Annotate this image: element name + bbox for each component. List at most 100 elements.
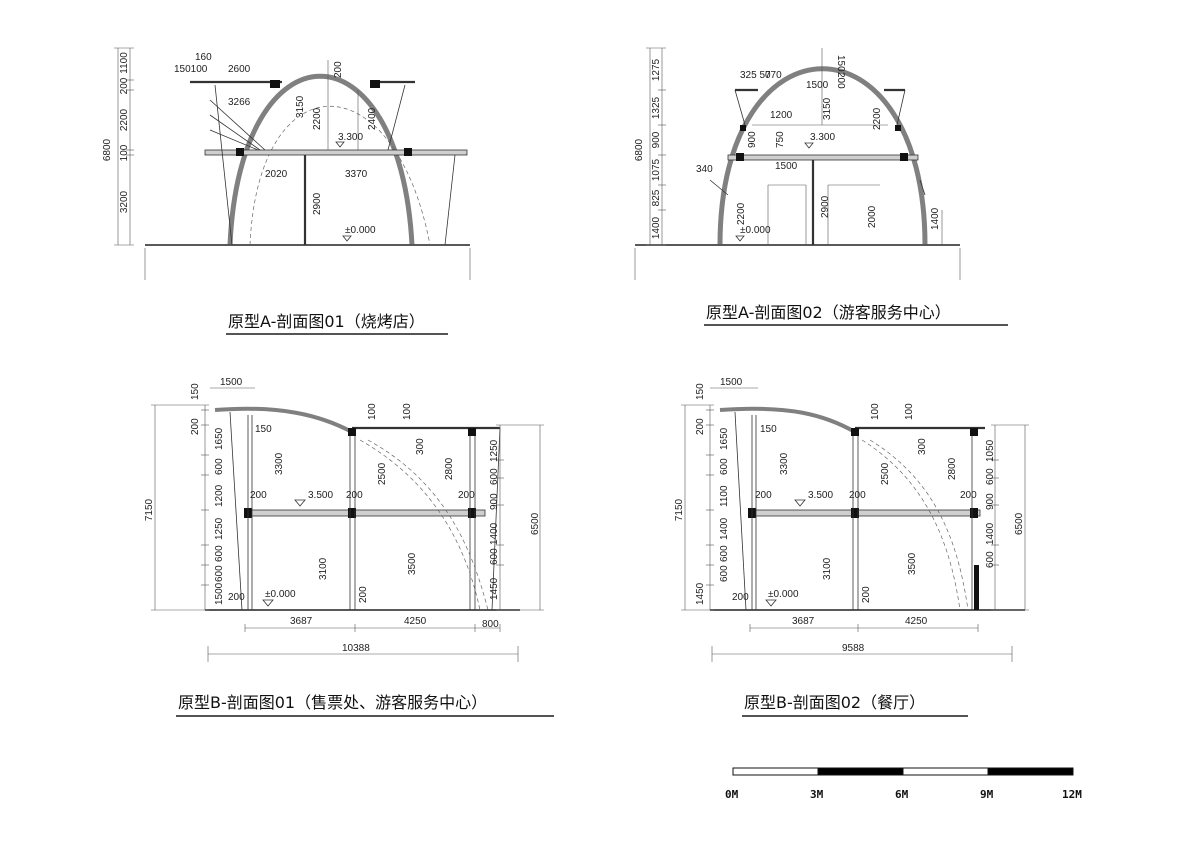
- title-a02: 原型A-剖面图02（游客服务中心）: [706, 303, 951, 322]
- dim-label: 1500: [806, 80, 829, 91]
- dim-chain-5: 825: [651, 189, 662, 206]
- dim-total-right: 6500: [1014, 512, 1025, 535]
- dim-chain-right: 900: [985, 493, 996, 510]
- dim-label: 200: [755, 490, 772, 501]
- elevation-mark: ±0.000: [768, 589, 799, 600]
- dim-chain-5: 3200: [119, 190, 130, 213]
- dim-label: 2200: [312, 107, 323, 130]
- dim-chain: 1650: [214, 427, 225, 450]
- dim-label: 3150: [295, 95, 306, 118]
- dim-label: 3500: [907, 552, 918, 575]
- dim-label: 200: [458, 490, 475, 501]
- dim-label: 2000: [867, 205, 878, 228]
- dim-label: 2400: [367, 107, 378, 130]
- scale-label-12: 12M: [1062, 788, 1082, 801]
- dim-label: 2200: [872, 107, 883, 130]
- dim-total-height: 7150: [144, 498, 155, 521]
- dim-label: 2020: [265, 169, 288, 180]
- dim-label: 1500: [220, 377, 243, 388]
- dim-chain: 200: [190, 418, 201, 435]
- dim-label: 150: [760, 424, 777, 435]
- dim-chain-1: 1275: [651, 58, 662, 81]
- dim-chain: 1450: [695, 582, 706, 605]
- dim-chain-1: 1100: [119, 52, 130, 74]
- dim-total-right: 6500: [530, 512, 541, 535]
- dim-chain: 600: [719, 545, 730, 562]
- dim-chain-right: 1450: [489, 577, 500, 600]
- elevation-mark: 3.500: [808, 490, 833, 501]
- dim-chain-4: 1075: [651, 158, 662, 181]
- dim-label: 2500: [880, 462, 891, 485]
- dim-label: 100: [402, 403, 413, 420]
- dim-label: 200: [960, 490, 977, 501]
- dim-chain-3: 900: [651, 131, 662, 148]
- elevation-mark: 3.300: [810, 132, 835, 143]
- scale-bar-segment: [902, 767, 989, 776]
- dim-chain-right: 600: [985, 468, 996, 485]
- dim-bottom: 4250: [404, 616, 427, 627]
- dim-chain-right: 600: [489, 468, 500, 485]
- dim-chain-right: 1400: [489, 522, 500, 545]
- section-b02: 7150 150 200 1650 600 1100 1400 600 600 …: [674, 377, 1029, 662]
- elevation-mark: ±0.000: [265, 589, 296, 600]
- scale-bar-segment: [987, 767, 1074, 776]
- dim-label: 100: [904, 403, 915, 420]
- dim-label: 900: [747, 131, 758, 148]
- dim-chain: 150: [695, 383, 706, 400]
- dim-label: 3370: [345, 169, 368, 180]
- dim-label: 100: [367, 403, 378, 420]
- dim-label: 770: [765, 70, 782, 81]
- dim-chain: 1200: [214, 484, 225, 507]
- dim-chain: 200: [695, 418, 706, 435]
- elevation-mark: 3.300: [338, 132, 363, 143]
- title-b01: 原型B-剖面图01（售票处、游客服务中心）: [178, 693, 487, 712]
- elevation-mark: 3.500: [308, 490, 333, 501]
- dim-chain: 1400: [719, 517, 730, 540]
- dim-chain: 1650: [719, 427, 730, 450]
- dim-total-height: 6800: [102, 138, 113, 161]
- dim-label: 3300: [779, 452, 790, 475]
- dim-label: 3150: [822, 97, 833, 120]
- dim-label: 200: [358, 586, 369, 603]
- dim-label: 200: [228, 592, 245, 603]
- dim-label: 100: [870, 403, 881, 420]
- scale-label-0: 0M: [725, 788, 739, 801]
- dim-chain-4: 100: [119, 144, 130, 161]
- scale-label-6: 6M: [895, 788, 909, 801]
- dim-bottom: 800: [482, 619, 499, 630]
- dim-label: 2900: [312, 192, 323, 215]
- dim-chain: 600: [719, 458, 730, 475]
- dim-chain: 1250: [214, 517, 225, 540]
- dim-chain: 600: [214, 545, 225, 562]
- dim-label: 200: [250, 490, 267, 501]
- dim-chain-right: 1400: [985, 522, 996, 545]
- dim-label: 325 50: [740, 70, 771, 81]
- dim-chain-3: 2200: [119, 108, 130, 131]
- dim-label: 200: [346, 490, 363, 501]
- dim-label: 300: [415, 438, 426, 455]
- dim-chain-2: 200: [119, 77, 130, 94]
- dim-label: 2800: [947, 457, 958, 480]
- dim-label: 1500: [775, 161, 798, 172]
- dim-chain-6: 1400: [651, 216, 662, 239]
- dim-label: 2900: [820, 195, 831, 218]
- dim-chain-right: 600: [985, 551, 996, 568]
- scale-bar-segment: [732, 767, 819, 776]
- dim-label: 150100: [174, 64, 208, 75]
- section-a02: 6800 1275 1325 900 1075 825 1400 150 200…: [634, 47, 961, 280]
- dim-label: 1400: [930, 207, 941, 230]
- elevation-mark: ±0.000: [740, 225, 771, 236]
- dim-label: 200: [861, 586, 872, 603]
- dim-label: 1500: [720, 377, 743, 388]
- dim-label: 340: [696, 164, 713, 175]
- dim-chain-right: 600: [489, 548, 500, 565]
- dim-label: 3500: [407, 552, 418, 575]
- dim-chain: 150: [190, 383, 201, 400]
- scale-label-3: 3M: [810, 788, 824, 801]
- dim-label: 150: [835, 55, 846, 72]
- dim-label: 150: [255, 424, 272, 435]
- dim-label: 2200: [736, 202, 747, 225]
- dim-bottom-total: 9588: [842, 643, 865, 654]
- dim-label: 200: [333, 61, 344, 78]
